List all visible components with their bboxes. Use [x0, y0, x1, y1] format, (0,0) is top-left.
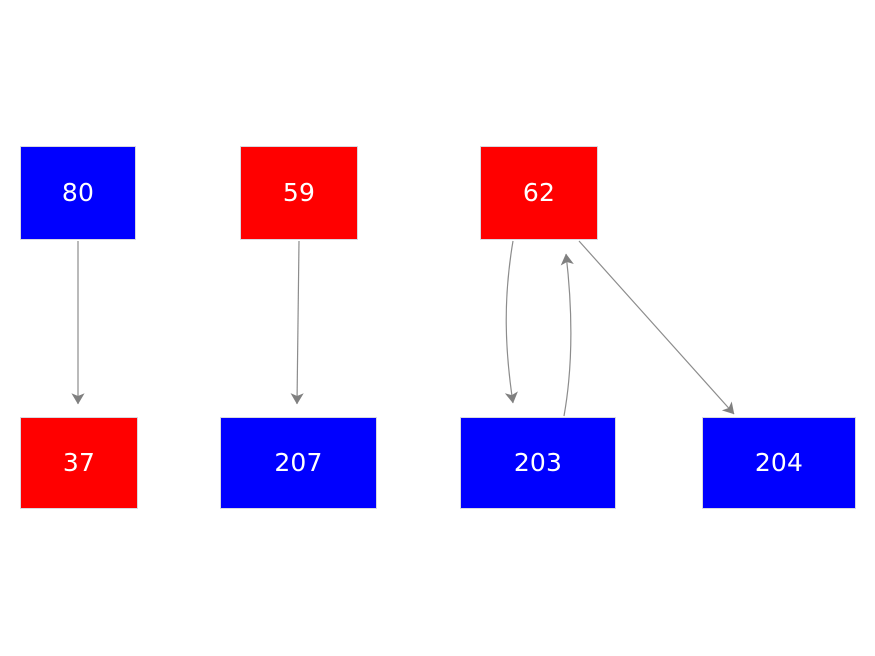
node-label: 80 [61, 177, 95, 207]
node-207[interactable]: 207 [220, 417, 377, 509]
edge-203-to-62 [560, 253, 574, 417]
node-label: 203 [513, 447, 563, 477]
node-204[interactable]: 204 [702, 417, 856, 509]
node-label: 204 [754, 447, 804, 477]
node-203[interactable]: 203 [460, 417, 616, 509]
node-62[interactable]: 62 [480, 146, 598, 240]
node-label: 62 [522, 177, 556, 207]
edge-62-to-204 [578, 240, 735, 415]
node-label: 37 [62, 447, 96, 477]
node-80[interactable]: 80 [20, 146, 136, 240]
edge-59-to-207 [290, 240, 304, 405]
edge-62-to-203 [504, 240, 518, 404]
node-label: 207 [274, 447, 323, 477]
node-label: 59 [282, 177, 316, 207]
node-59[interactable]: 59 [240, 146, 358, 240]
node-37[interactable]: 37 [20, 417, 138, 509]
